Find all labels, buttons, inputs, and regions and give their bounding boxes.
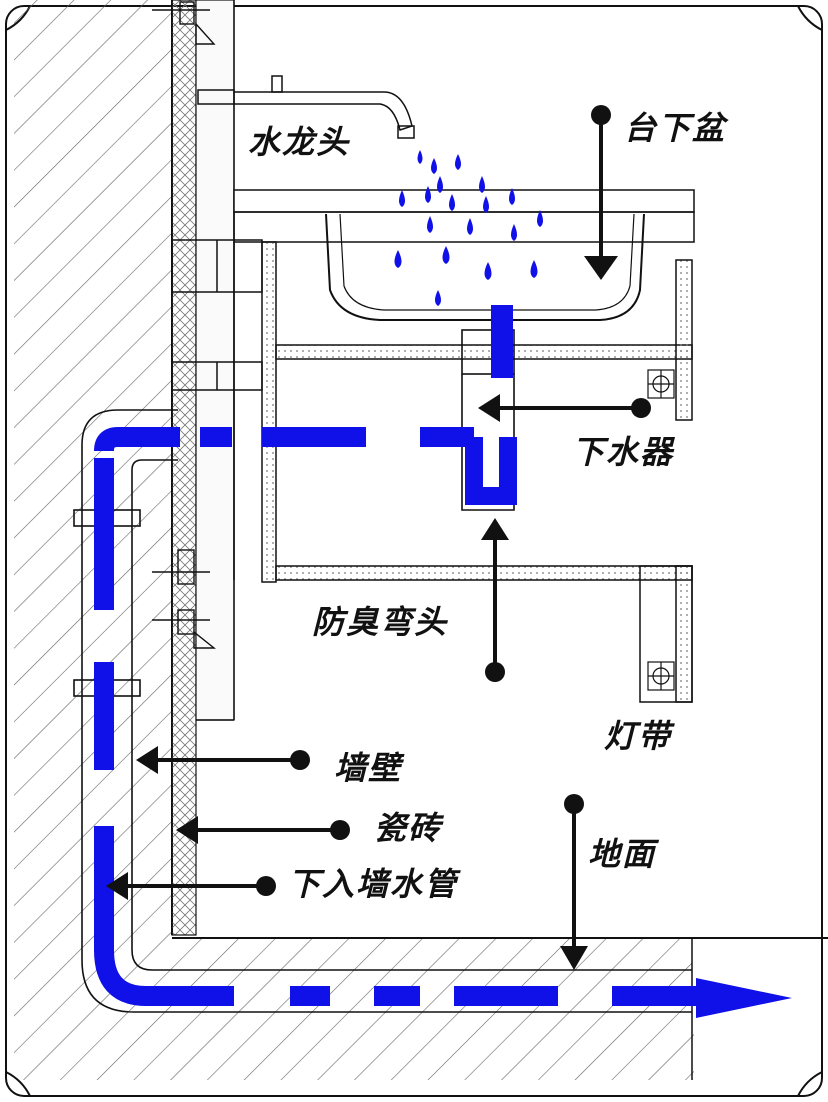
wall-section [14,0,173,1000]
water-flow [94,305,700,1006]
tile-layer [171,0,235,936]
label-wall: 墙壁 [334,749,403,787]
light-fixture-bottom [647,661,675,691]
leader-drain [478,394,651,422]
label-wall-pipe: 下入墙水管 [288,865,459,903]
label-undercounter-basin: 台下盆 [624,109,727,147]
label-faucet: 水龙头 [248,123,351,161]
label-drain: 下水器 [572,433,675,471]
basin-shape [325,213,645,321]
leader-trap [481,518,509,682]
water-drops [394,150,543,306]
label-tile: 瓷砖 [374,809,443,847]
vanity-cabinet [171,189,695,703]
floor-section [14,937,828,1080]
leader-basin [584,105,618,280]
leader-tile [176,816,350,844]
faucet-shape [197,75,415,139]
leader-wall [136,746,310,774]
flow-arrowhead [696,978,792,1018]
wall-brackets [152,1,216,649]
light-fixture-top [647,369,675,399]
label-trap: 防臭弯头 [312,603,449,641]
label-light-strip: 灯带 [604,717,673,755]
pipe-outline [73,329,692,1013]
leader-floor [560,794,588,970]
leader-wall-pipe [106,872,276,900]
label-floor: 地面 [588,835,657,873]
